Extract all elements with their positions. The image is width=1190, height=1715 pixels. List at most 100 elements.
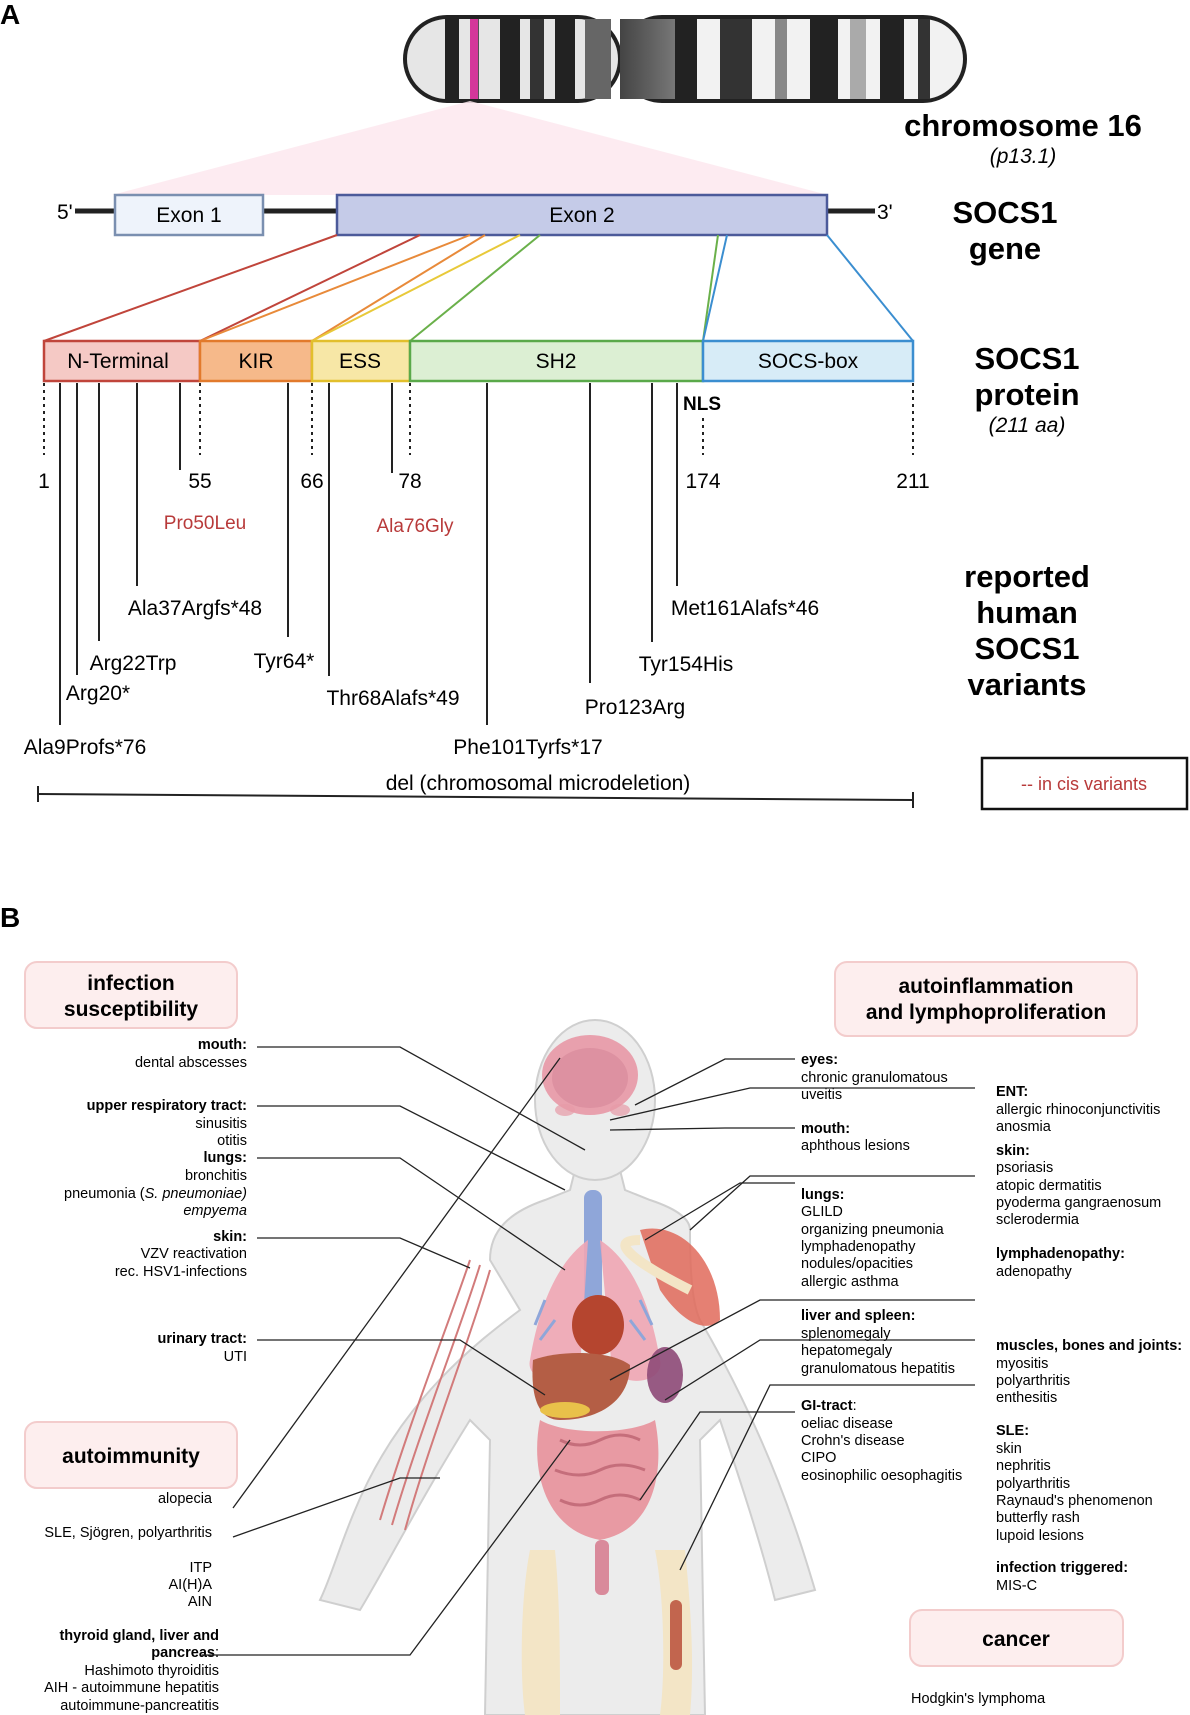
deletion-bar (37, 786, 914, 808)
variant-ala37argfs48: Ala37Argfs*48 (128, 597, 262, 620)
autoinflammation-list-right: ENT: allergic rhinoconjunctivitis anosmi… (996, 1084, 1182, 1594)
aif-gi-3: CIPO (801, 1450, 836, 1466)
aif-ls-3: granulomatous hepatitis (801, 1361, 955, 1377)
inf-urt-2: otitis (217, 1133, 247, 1149)
inf-skin-1: VZV reactivation (141, 1246, 247, 1262)
domain-socs-box (701, 339, 915, 383)
domain-label-n-terminal: N-Terminal (67, 350, 169, 373)
aif-mbj-3: enthesitis (996, 1390, 1057, 1406)
socs1-gene-diagram (75, 193, 875, 237)
ai-aiha: AI(H)A (169, 1577, 213, 1593)
variant-ala76gly: Ala76Gly (376, 516, 454, 537)
protein-length: (211 aa) (989, 414, 1066, 437)
aif-gi-2: Crohn's disease (801, 1433, 905, 1449)
aif-skin-2: atopic dermatitis (996, 1178, 1102, 1194)
aif-lungs-5: allergic asthma (801, 1274, 899, 1290)
aif-skin-1: psoriasis (996, 1160, 1053, 1176)
aif-lungs-3: lymphadenopathy (801, 1239, 916, 1255)
aif-eyes-2: uveitis (801, 1087, 842, 1103)
variants-label-line1: reported (964, 559, 1090, 594)
infection-title-line2: susceptibility (64, 998, 199, 1021)
legend-box (980, 756, 1189, 811)
inf-urt-1: sinusitis (195, 1116, 247, 1132)
aif-ent-heading: ENT: (996, 1084, 1028, 1100)
domain-label-ess: ESS (339, 350, 381, 373)
aif-lymph-1: adenopathy (996, 1264, 1073, 1280)
ai-itp: ITP (189, 1560, 212, 1576)
aif-sle-5: butterfly rash (996, 1510, 1080, 1526)
aif-lungs-heading: lungs: (801, 1187, 845, 1203)
ai-thyroid-3: autoimmune-pancreatitis (60, 1698, 219, 1714)
variant-pro50leu: Pro50Leu (164, 513, 246, 534)
ai-thyroid-heading-2: pancreas: (151, 1645, 219, 1661)
panel-a-letter: A (0, 0, 20, 30)
variant-lines (59, 383, 678, 725)
aif-ls-2: hepatomegaly (801, 1343, 893, 1359)
socs1-protein-domains (42, 339, 915, 383)
variant-arg20: Arg20* (66, 682, 130, 705)
aif-mbj-2: polyarthritis (996, 1373, 1070, 1389)
aif-sle-6: lupoid lesions (996, 1528, 1084, 1544)
autoinflammation-box (834, 961, 1138, 1037)
aif-sle-4: Raynaud's phenomenon (996, 1493, 1153, 1509)
aif-ls-1: splenomegaly (801, 1326, 891, 1342)
ai-sle: SLE, Sjögren, polyarthritis (44, 1525, 212, 1541)
gene-label-line1: SOCS1 (952, 195, 1057, 230)
variant-thr68alafs49: Thr68Alafs*49 (326, 687, 459, 710)
position-1: 1 (38, 470, 50, 493)
chromosome-name: chromosome 16 (904, 108, 1142, 143)
variant-ala9profs76: Ala9Profs*76 (24, 736, 147, 759)
inf-lungs-2: pneumonia (S. pneumoniae) (64, 1186, 247, 1202)
inf-skin-2: rec. HSV1-infections (115, 1264, 247, 1280)
aif-gi-1: oeliac disease (801, 1416, 893, 1432)
nls-label: NLS (683, 394, 721, 415)
autoinflammation-list-middle: eyes: chronic granulomatous uveitis mout… (801, 1052, 962, 1484)
legend-in-cis-variants: -- in cis variants (1021, 774, 1147, 794)
inf-ut-heading: urinary tract: (158, 1331, 247, 1347)
panel-b-letter: B (0, 902, 20, 933)
inf-ut-1: UTI (224, 1349, 247, 1365)
aif-ent-1: allergic rhinoconjunctivitis (996, 1102, 1160, 1118)
position-174: 174 (685, 470, 720, 493)
aif-eyes-heading: eyes: (801, 1052, 838, 1068)
domain-ess (310, 339, 412, 383)
inf-lungs-1: bronchitis (185, 1168, 247, 1184)
variant-tyr64: Tyr64* (254, 650, 315, 673)
aif-sle-heading: SLE: (996, 1423, 1029, 1439)
inf-lungs-heading: lungs: (204, 1150, 248, 1166)
exon-domain-connectors (43, 234, 914, 342)
exon-1-box (113, 193, 265, 237)
gene-label-line2: gene (969, 231, 1041, 266)
position-ticks (43, 383, 914, 455)
autoinflammation-title-line2: and lymphoproliferation (866, 1001, 1106, 1024)
aif-gi-heading: GI-tract: (801, 1398, 857, 1414)
aif-sle-2: nephritis (996, 1458, 1051, 1474)
variant-tyr154his: Tyr154His (639, 653, 734, 676)
domain-label-sh2: SH2 (536, 350, 577, 373)
autoimmunity-list: alopecia SLE, Sjögren, polyarthritis ITP… (44, 1491, 219, 1714)
ai-alopecia: alopecia (158, 1491, 213, 1507)
exon-1-label: Exon 1 (156, 204, 221, 227)
aif-ent-2: anosmia (996, 1119, 1052, 1135)
autoinflammation-title-line1: autoinflammation (898, 975, 1073, 998)
aif-gi-4: eosinophilic oesophagitis (801, 1468, 962, 1484)
aif-mbj-1: myositis (996, 1356, 1048, 1372)
autoimmunity-box (24, 1421, 238, 1489)
aif-mouth-heading: mouth: (801, 1121, 850, 1137)
aif-skin-4: sclerodermia (996, 1212, 1080, 1228)
three-prime-label: 3' (877, 201, 893, 224)
exon-2-box (335, 193, 829, 237)
aif-sle-3: polyarthritis (996, 1476, 1070, 1492)
variants-label-line3: SOCS1 (974, 631, 1079, 666)
aif-lymph-heading: lymphadenopathy: (996, 1246, 1125, 1262)
ai-thyroid-heading-1: thyroid gland, liver and (59, 1628, 219, 1644)
inf-mouth-1: dental abscesses (135, 1055, 247, 1071)
aif-lungs-1: GLILD (801, 1204, 843, 1220)
inf-mouth-heading: mouth: (198, 1037, 247, 1053)
aif-lungs-4: nodules/opacities (801, 1256, 913, 1272)
aif-skin-3: pyoderma gangraenosum (996, 1195, 1161, 1211)
infection-susceptibility-box (24, 961, 238, 1029)
domain-label-kir: KIR (238, 350, 273, 373)
domain-kir (198, 339, 314, 383)
